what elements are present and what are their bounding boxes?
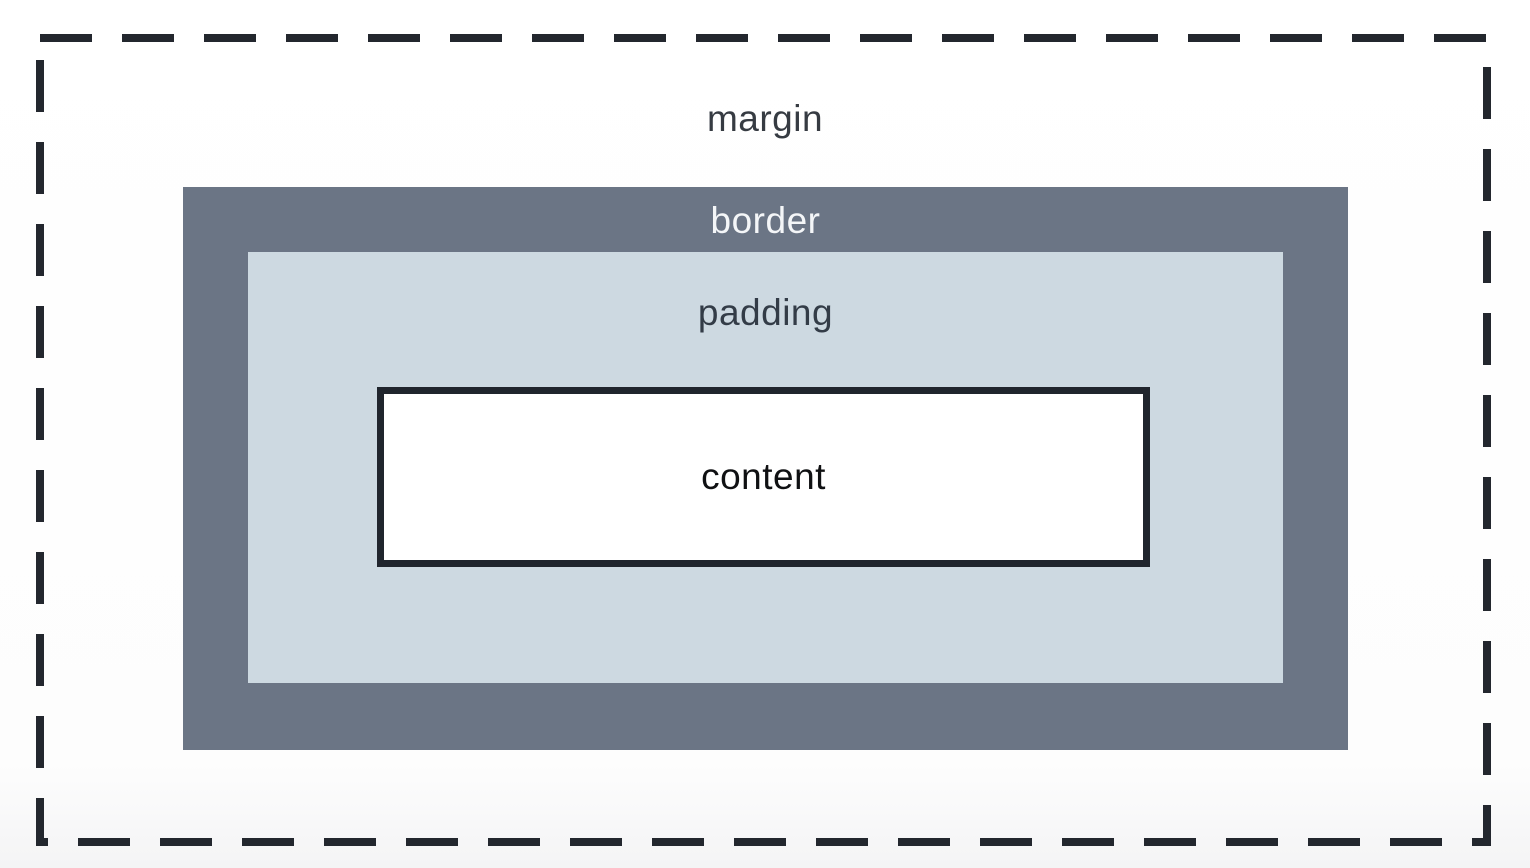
content-label: content: [701, 456, 826, 497]
padding-label: padding: [697, 292, 834, 333]
border-label: border: [710, 200, 821, 241]
content-area: content: [377, 387, 1150, 567]
margin-label: margin: [706, 98, 824, 139]
padding-area: padding content: [248, 252, 1283, 683]
border-area: border padding content: [183, 187, 1348, 750]
